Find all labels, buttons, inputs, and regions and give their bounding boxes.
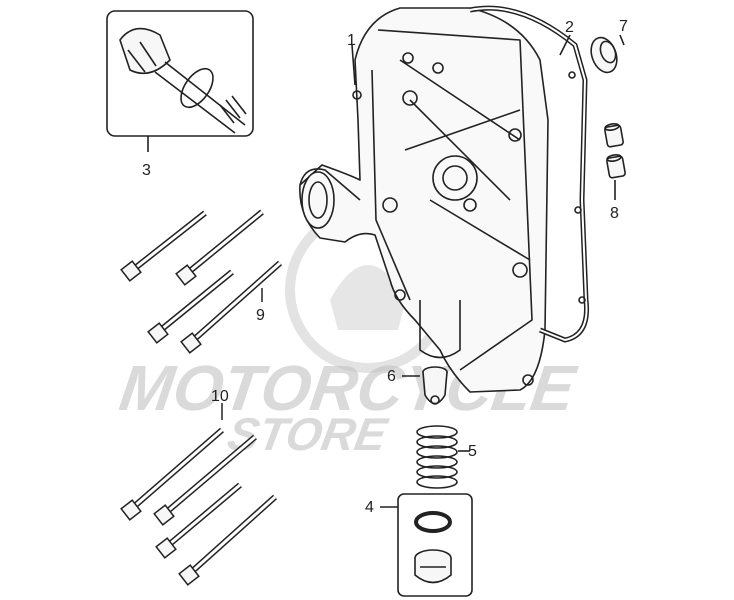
- callout-1: 1: [347, 32, 356, 49]
- dipstick-group: [106, 10, 254, 152]
- callout-8: 8: [610, 205, 619, 222]
- dowel-pins: [604, 123, 626, 200]
- dipstick-o-ring: [180, 67, 214, 109]
- dipstick-frame: [106, 10, 254, 137]
- gasket: [469, 5, 590, 343]
- drain-plug-group: [380, 493, 473, 597]
- drain-plug-frame: [397, 493, 473, 597]
- bolts-group-9: [120, 209, 282, 354]
- crankcase-cover: [299, 7, 549, 393]
- callout-3: 3: [142, 162, 151, 179]
- bolts-group-10: [120, 403, 278, 586]
- callout-10: 10: [211, 388, 229, 405]
- callout-2: 2: [565, 19, 574, 36]
- callout-labels: 1 2 3 4 5 6 7 8 9 10: [142, 18, 628, 516]
- dipstick-cap: [119, 27, 171, 75]
- callout-5: 5: [468, 443, 477, 460]
- callout-9: 9: [256, 307, 265, 324]
- callout-6: 6: [387, 368, 396, 385]
- valve: [402, 366, 448, 405]
- watermark-line2: STORE: [224, 408, 393, 460]
- callout-4: 4: [365, 499, 374, 516]
- oil-seal: [590, 34, 625, 74]
- spring: [416, 425, 470, 489]
- callout-7: 7: [619, 18, 628, 35]
- dipstick-stem: [154, 61, 246, 134]
